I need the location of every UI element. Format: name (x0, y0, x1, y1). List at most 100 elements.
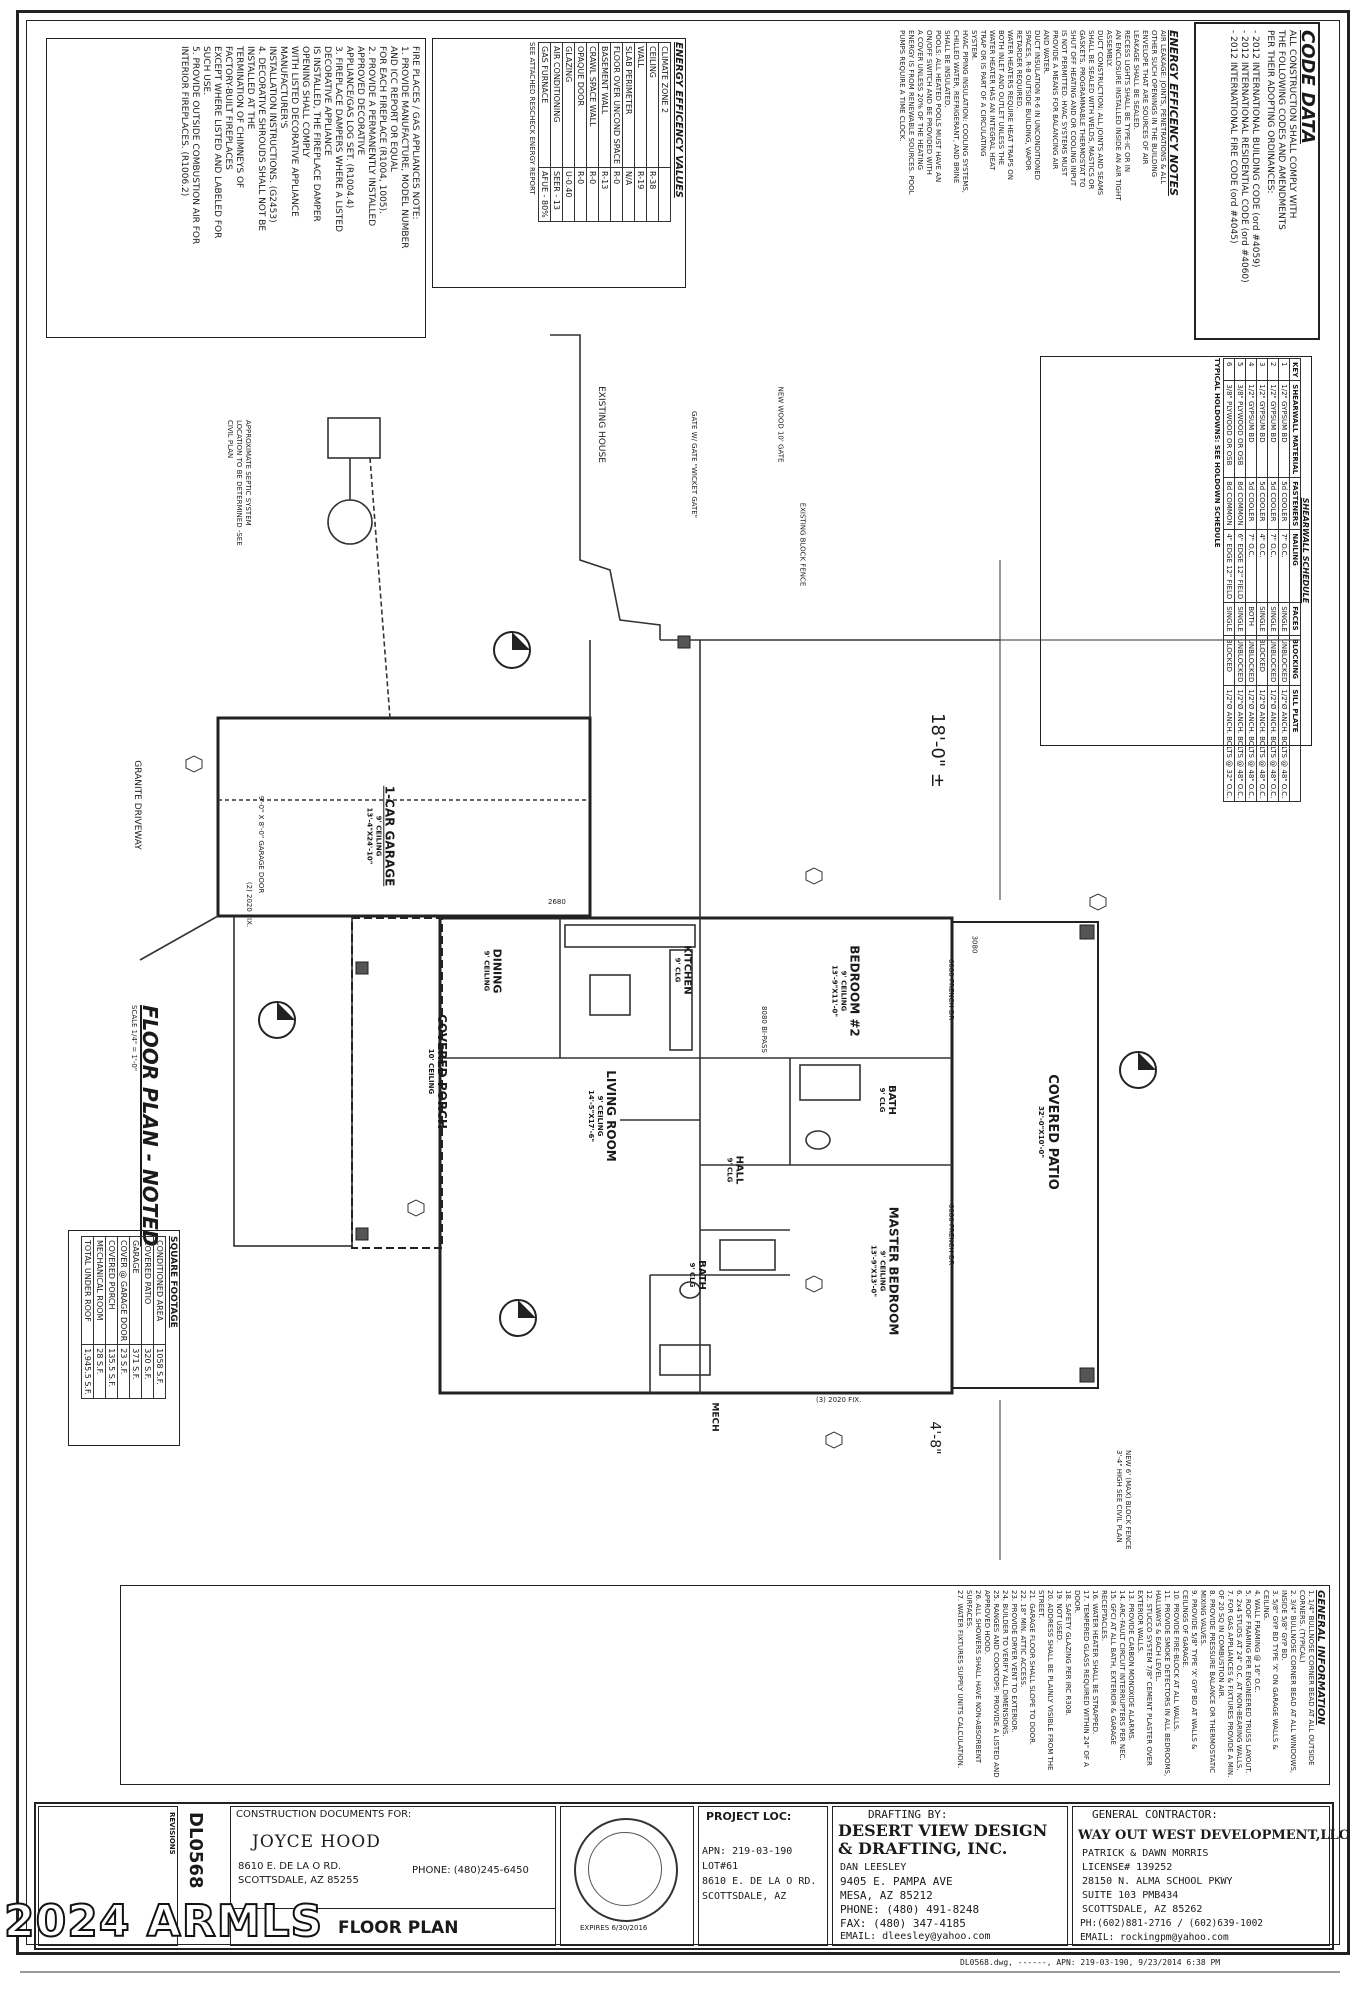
room-label-kitchen: KITCHEN 9' CLG (673, 945, 693, 994)
label-window-2020: (2) 2020 FIX. (245, 881, 254, 928)
file-footer: DL0568.dwg, ------, APN: 219-03-190, 9/2… (960, 1958, 1221, 1967)
title-block (34, 1802, 1334, 1950)
room-sub: 9' CEILING (839, 970, 848, 1012)
drafter-box (832, 1806, 1068, 1946)
drafter-address-1: 9405 E. PAMPA AVE (840, 1875, 953, 1888)
table-cell: 135.5 S.F. (105, 1344, 118, 1399)
gc-people: PATRICK & DAWN MORRIS (1082, 1848, 1209, 1859)
room-label-master: MASTER BEDROOM 9' CEILING 13'-9"X13'-0" (868, 1207, 900, 1336)
gc-phone: PH:(602)881-2716 / (602)639-1002 (1080, 1918, 1264, 1929)
drafter-address-2: MESA, AZ 85212 (840, 1889, 933, 1902)
general-info-line: 1. 1/4" BULLNOSE CORNER BEAD AT ALL OUTS… (1298, 1590, 1315, 1766)
general-info-block: GENERAL INFORMATION 1. 1/4" BULLNOSE COR… (126, 1590, 1326, 1782)
room-sub: 9' CLG (725, 1157, 734, 1183)
table-cell: 371 S.F. (129, 1344, 142, 1399)
seal-box (560, 1806, 694, 1946)
table-cell: 23 S.F. (117, 1344, 130, 1399)
project-lot: LOT#61 (702, 1861, 739, 1872)
general-info-line: 21. GARAGE FLOOR SHALL SLOPE TO DOOR. (1028, 1590, 1036, 1745)
room-label-porch: COVERED PORCH 10' CEILING (426, 1014, 449, 1129)
room-sub: 9' CEILING (595, 1095, 604, 1137)
drafting-by-label: DRAFTING BY: (868, 1808, 948, 1821)
general-info-line: 6. 2x4 STUDS AT 24" O.C. AT NON-BEARING … (1235, 1590, 1243, 1771)
general-info-line: 12. STUCCO SYSTEM 7/8" CEMENT PLASTER OV… (1136, 1590, 1153, 1766)
general-info-line: 5. ROOF FRAMING PER ENGINEERED TRUSS LAY… (1244, 1590, 1252, 1774)
sheet-number: DL0568 (185, 1812, 206, 1889)
label-new-fence: NEW 6' (MAX) BLOCK FENCE 3'-4" HIGH SEE … (1114, 1450, 1132, 1560)
plan-title-block: FLOOR PLAN - NOTED SCALE 1/4" = 1'-0" (129, 1005, 162, 1247)
table-cell: COVERED PATIO (141, 1236, 154, 1345)
drafter-name: DESERT VIEW DESIGN & DRAFTING, INC. (838, 1821, 1048, 1858)
general-info-line: 14. ARC-FAULT CIRCUIT INTERRUPTERS PER N… (1118, 1590, 1126, 1761)
general-info-line: 8. PROVIDE PRESSURE BALANCE OR THERMOSTA… (1199, 1590, 1216, 1774)
drafter-fax: FAX: (480) 347-4185 (840, 1917, 966, 1930)
room-dims: 14'-5"X17'-6" (586, 1089, 595, 1142)
table-cell: 1058 S.F. (153, 1344, 166, 1399)
sheet-title-divider (230, 1908, 556, 1909)
table-cell: COVER @ GARAGE DOOR (117, 1236, 130, 1345)
room-label-master-bath: BATH 9' CLG (687, 1260, 707, 1290)
label-bipass: 8080 BI-PASS (759, 1006, 768, 1053)
fireplace-notes-box (46, 38, 426, 338)
gc-license: LICENSE# 139252 (1082, 1862, 1173, 1873)
label-existing-fence: EXISTING BLOCK FENCE (798, 502, 807, 587)
room-dims: 13'-9"X11'-0" (830, 964, 839, 1018)
gc-address-1: 28150 N. ALMA SCHOOL PKWY (1082, 1876, 1233, 1887)
general-info-title: GENERAL INFORMATION (1315, 1590, 1326, 1725)
table-cell: 320 S.F. (141, 1344, 154, 1399)
label-dim-4-8: 4'-8" (926, 1421, 943, 1455)
room-name: 1-CAR GARAGE (382, 785, 397, 887)
general-info-line: 27. WATER FIXTURES SUPPLY UNITS CALCULAT… (956, 1590, 964, 1769)
table-cell: TOTAL UNDER ROOF (81, 1236, 94, 1345)
room-sub: 9' CLG (673, 957, 682, 983)
project-address-2: SCOTTSDALE, AZ (702, 1891, 787, 1902)
gc-box (1072, 1806, 1330, 1946)
label-existing-house: EXISTING HOUSE (595, 386, 606, 463)
room-label-bedroom2: BEDROOM #2 9' CEILING 13'-9"X11'-0" (830, 945, 862, 1036)
room-label-dining: DINING 9' CEILING (481, 949, 503, 994)
plan-title: FLOOR PLAN - NOTED (138, 1005, 162, 1247)
table-cell: MECHANICAL ROOM (93, 1236, 106, 1345)
general-info-line: 25. RANGES AND COOKTOPS: PROVIDE A LISTE… (983, 1590, 1000, 1778)
room-sub: 9' CEILING (878, 1250, 887, 1292)
room-sub: 9' CEILING (482, 950, 491, 992)
owner-phone: PHONE: (480)245-6450 (412, 1865, 529, 1876)
general-info-line: 18. SAFETY GLAZING PER IRC R308. (1064, 1590, 1072, 1716)
owner-address-1: 8610 E. DE LA O RD. (238, 1861, 342, 1872)
construction-docs-label: CONSTRUCTION DOCUMENTS FOR: (236, 1809, 412, 1820)
owner-address-2: SCOTTSDALE, AZ 85255 (238, 1875, 359, 1886)
table-cell: CONDITIONED AREA (153, 1236, 166, 1345)
sheet-border (16, 10, 1350, 1955)
label-gate-wicket: GATE W/ GATE "WICKET GATE" (689, 411, 698, 518)
sqft-title: SQUARE FOOTAGE (168, 1236, 178, 1328)
label-door-3080: 3080 (970, 935, 979, 954)
energy-values-box (432, 38, 686, 288)
room-sub: 9' CEILING (374, 815, 383, 857)
inner-border (26, 20, 1340, 1945)
general-info-line: 13. PROVIDE CARBON MONOXIDE ALARMS. (1127, 1590, 1135, 1741)
room-label-mech: MECH (710, 1402, 720, 1431)
project-loc-label: PROJECT LOC: (706, 1810, 792, 1823)
patio-outline (951, 921, 1099, 1389)
general-info-lines: 1. 1/4" BULLNOSE CORNER BEAD AT ALL OUTS… (955, 1590, 1315, 1782)
code-data-box (1194, 22, 1320, 340)
label-french-dr: 6080 FRENCH DR (947, 958, 956, 1021)
room-dims: 13'-4"X24'-10" (365, 807, 374, 865)
general-info-line: 7. FOR GAS APPLIANCES & FIXTURES PROVIDE… (1217, 1590, 1234, 1778)
label-new-gate: NEW WOOD 10' GATE (776, 386, 785, 463)
general-info-line: 16. WATER HEATER SHALL BE STRAPPED. (1091, 1590, 1099, 1735)
general-info-line: 4. WALL FRAMING @ 16" O.C. (1253, 1590, 1261, 1693)
room-label-patio: COVERED PATIO 32'-0"X10'-0" (1036, 1074, 1060, 1190)
engineer-seal-inner (588, 1832, 662, 1906)
drafter-email: EMAIL: dleesley@yahoo.com (840, 1931, 991, 1942)
general-info-line: 17. TEMPERED GLASS REQUIRED WITHIN 24" O… (1073, 1590, 1090, 1767)
table-cell: COVERED PORCH (105, 1236, 118, 1345)
room-label-hall: HALL 9' CLG (724, 1156, 744, 1185)
